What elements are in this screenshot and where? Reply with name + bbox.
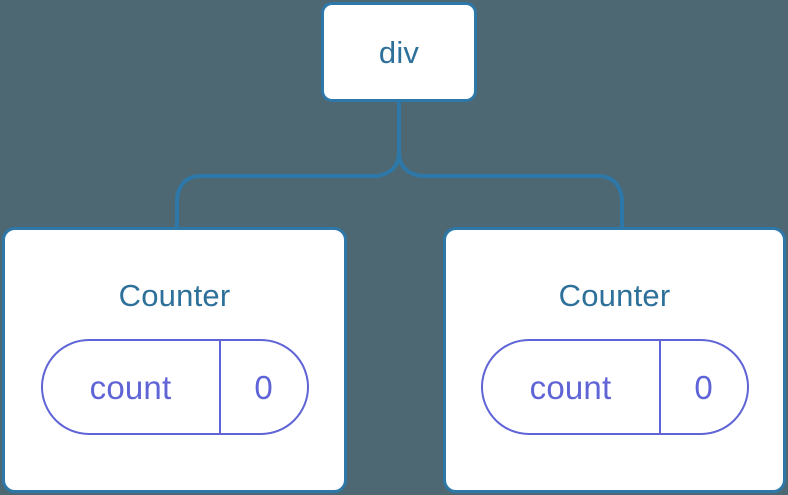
state-pill-right[interactable]: count 0 [480,339,749,435]
state-key-right: count [483,341,661,433]
node-counter-right-label: Counter [558,278,671,313]
state-value-right: 0 [661,341,747,433]
state-key-right-label: count [529,368,612,406]
state-key-left: count [43,341,221,433]
node-counter-left[interactable]: Counter count 0 [2,227,347,493]
node-div[interactable]: div [321,2,477,102]
connector-branch-right [397,151,624,229]
state-key-left-label: count [89,368,172,406]
state-value-left: 0 [221,341,307,433]
node-div-label: div [378,34,420,70]
node-counter-left-label: Counter [118,278,231,313]
state-pill-left[interactable]: count 0 [40,339,309,435]
state-value-right-label: 0 [694,368,713,406]
connector-branch-left [175,151,401,229]
node-counter-right[interactable]: Counter count 0 [443,227,786,493]
state-value-left-label: 0 [254,368,273,406]
